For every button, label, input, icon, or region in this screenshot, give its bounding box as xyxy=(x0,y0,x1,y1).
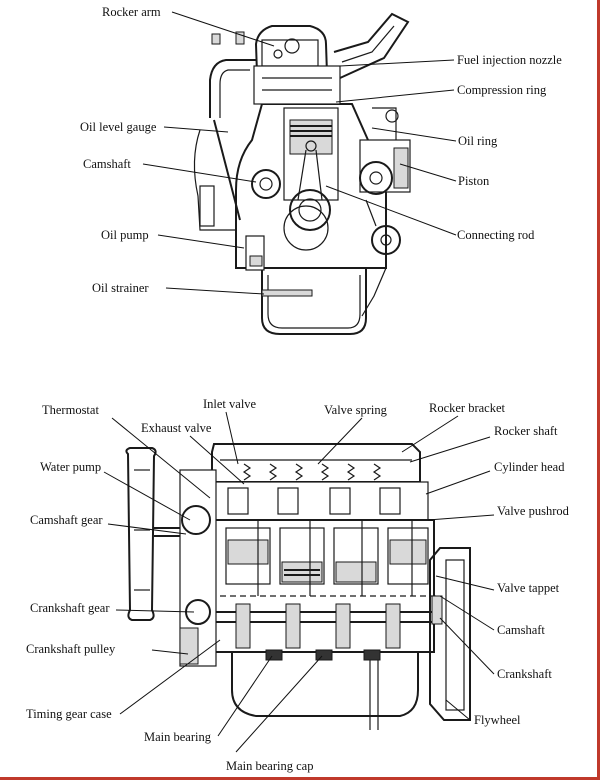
label-rocker-shaft: Rocker shaft xyxy=(494,424,558,438)
label-thermostat: Thermostat xyxy=(42,403,99,417)
top-leader-lines xyxy=(142,11,457,295)
label-fuel-injection-nozzle: Fuel injection nozzle xyxy=(457,53,562,67)
bottom-leader-lines xyxy=(103,411,495,753)
top-labels: Rocker arm Fuel injection nozzle Compres… xyxy=(80,5,562,295)
label-oil-pump: Oil pump xyxy=(101,228,149,242)
label-camshaft-top: Camshaft xyxy=(83,157,131,171)
label-exhaust-valve: Exhaust valve xyxy=(141,421,212,435)
bottom-labels: Thermostat Inlet valve Valve spring Rock… xyxy=(26,397,570,773)
label-water-pump: Water pump xyxy=(40,460,101,474)
label-inlet-valve: Inlet valve xyxy=(203,397,257,411)
label-rocker-arm: Rocker arm xyxy=(102,5,161,19)
label-oil-strainer: Oil strainer xyxy=(92,281,149,295)
label-flywheel: Flywheel xyxy=(474,713,521,727)
label-rocker-bracket: Rocker bracket xyxy=(429,401,506,415)
label-valve-pushrod: Valve pushrod xyxy=(497,504,570,518)
label-crankshaft: Crankshaft xyxy=(497,667,552,681)
label-piston: Piston xyxy=(458,174,490,188)
engine-side-view-drawing xyxy=(125,443,471,730)
label-oil-ring: Oil ring xyxy=(458,134,498,148)
label-main-bearing: Main bearing xyxy=(144,730,212,744)
label-valve-spring: Valve spring xyxy=(324,403,388,417)
label-cylinder-head: Cylinder head xyxy=(494,460,565,474)
label-compression-ring: Compression ring xyxy=(457,83,547,97)
label-valve-tappet: Valve tappet xyxy=(497,581,560,595)
label-timing-gear-case: Timing gear case xyxy=(26,707,112,721)
label-crankshaft-pulley: Crankshaft pulley xyxy=(26,642,116,656)
label-connecting-rod: Connecting rod xyxy=(457,228,535,242)
label-camshaft-bottom: Camshaft xyxy=(497,623,545,637)
label-main-bearing-cap: Main bearing cap xyxy=(226,759,313,773)
label-oil-level-gauge: Oil level gauge xyxy=(80,120,157,134)
label-crankshaft-gear: Crankshaft gear xyxy=(30,601,110,615)
label-camshaft-gear: Camshaft gear xyxy=(30,513,103,527)
engine-end-view-drawing xyxy=(193,12,411,335)
